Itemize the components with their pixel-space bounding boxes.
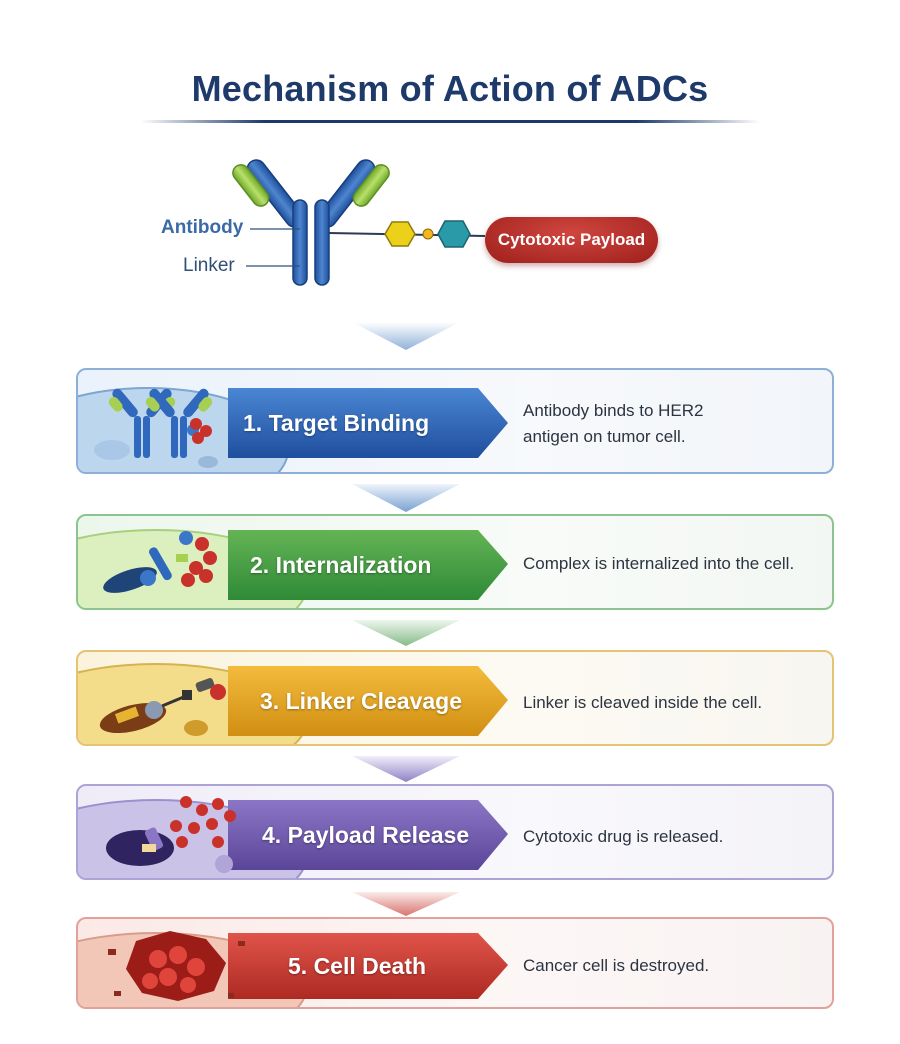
title-underline xyxy=(140,120,760,123)
adc-structure-diagram xyxy=(232,159,486,350)
step-label: 2. Internalization xyxy=(250,552,432,578)
cytotoxic-payload-badge: Cytotoxic Payload xyxy=(485,217,658,263)
step-description-line: Linker is cleaved inside the cell. xyxy=(523,693,763,712)
linker-label: Linker xyxy=(183,255,235,276)
down-arrow-icon xyxy=(352,892,460,916)
step-label: 5. Cell Death xyxy=(288,953,427,979)
cleaved-linker-cell-icon xyxy=(99,678,226,736)
step-label: 1. Target Binding xyxy=(243,410,430,436)
step-description: Linker is cleaved inside the cell. xyxy=(523,690,762,716)
spacer-hexagon-icon xyxy=(437,220,471,248)
down-arrow-icon xyxy=(352,756,460,782)
payload-release-cell-icon xyxy=(106,796,236,873)
step-linker-cleavage: 3. Linker Cleavage Linker is cleaved ins… xyxy=(76,650,834,746)
step-description: Antibody binds to HER2 antigen on tumor … xyxy=(523,398,704,450)
page-title: Mechanism of Action of ADCs xyxy=(191,68,709,109)
down-arrow-icon xyxy=(352,322,460,350)
step-cell-death: 5. Cell Death Cancer cell is destroyed. xyxy=(76,917,834,1009)
step-description-line: Cytotoxic drug is released. xyxy=(523,827,724,846)
step-description-line: Cancer cell is destroyed. xyxy=(523,956,710,975)
dying-cell-icon xyxy=(108,931,245,1001)
step-label: 4. Payload Release xyxy=(262,822,470,848)
step-label: 3. Linker Cleavage xyxy=(260,688,462,714)
step-description: Cytotoxic drug is released. xyxy=(523,824,723,850)
down-arrow-icon xyxy=(352,484,460,512)
step-payload-release: 4. Payload Release Cytotoxic drug is rel… xyxy=(76,784,834,880)
antibody-icon xyxy=(232,159,390,286)
step-description: Complex is internalized into the cell. xyxy=(523,551,794,577)
internalized-complex-cell-icon xyxy=(103,531,217,593)
step-description-line: antigen on tumor cell. xyxy=(523,427,686,446)
step-description-line: Antibody binds to HER2 xyxy=(523,401,704,420)
down-arrow-icon xyxy=(352,620,460,646)
step-target-binding: 1. Target Binding Antibody binds to HER2… xyxy=(76,368,834,474)
antibody-label: Antibody xyxy=(161,217,244,238)
antibody-binding-cell-icon xyxy=(108,388,213,458)
step-description-line: Complex is internalized into the cell. xyxy=(523,554,795,573)
step-internalization: 2. Internalization Complex is internaliz… xyxy=(76,514,834,610)
step-description: Cancer cell is destroyed. xyxy=(523,953,709,979)
linker-hexagon-icon xyxy=(384,221,416,247)
